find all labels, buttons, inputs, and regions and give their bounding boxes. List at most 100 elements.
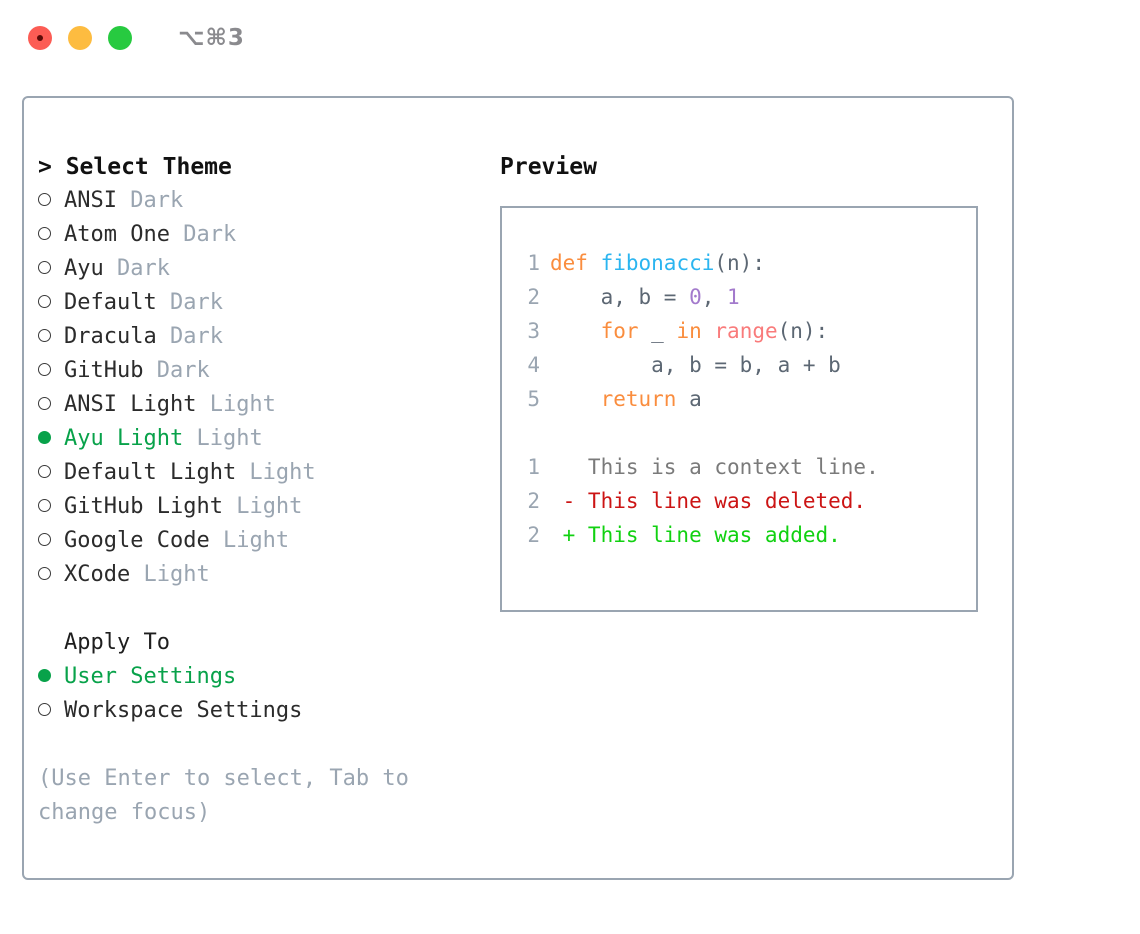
theme-option-default[interactable]: Default Dark bbox=[38, 286, 468, 320]
code-token: a bbox=[676, 387, 702, 411]
theme-option-variant-tag: Light bbox=[196, 392, 276, 417]
spacer bbox=[518, 416, 976, 450]
code-line-number: 1 bbox=[527, 251, 540, 275]
theme-option-variant-tag: Dark bbox=[116, 188, 184, 213]
diff-line: 2 + This line was added. bbox=[518, 518, 976, 552]
code-token: fibonacci bbox=[600, 251, 715, 275]
code-line: 3 for _ in range(n): bbox=[518, 314, 976, 348]
apply-to-option-label: User Settings bbox=[64, 664, 237, 689]
theme-option-label: XCode bbox=[64, 562, 131, 587]
radio-empty-icon bbox=[38, 218, 64, 252]
code-token: , bbox=[701, 285, 728, 309]
code-token: a, b = b, a + b bbox=[550, 353, 841, 377]
theme-option-label: GitHub bbox=[64, 358, 144, 383]
minimize-button[interactable] bbox=[68, 26, 92, 50]
theme-option-ansi-light[interactable]: ANSI Light Light bbox=[38, 388, 468, 422]
diff-line-text: + This line was added. bbox=[550, 523, 841, 547]
apply-to-heading: Apply To bbox=[64, 630, 170, 655]
theme-option-label: Dracula bbox=[64, 324, 157, 349]
code-line: 4 a, b = b, a + b bbox=[518, 348, 976, 382]
theme-option-atom-one[interactable]: Atom One Dark bbox=[38, 218, 468, 252]
diff-line-number: 1 bbox=[527, 455, 540, 479]
theme-option-label: Google Code bbox=[64, 528, 210, 553]
theme-option-variant-tag: Light bbox=[130, 562, 210, 587]
theme-option-github[interactable]: GitHub Dark bbox=[38, 354, 468, 388]
theme-option-label: Ayu bbox=[64, 256, 104, 281]
preview-heading: Preview bbox=[500, 154, 597, 180]
theme-option-variant-tag: Dark bbox=[156, 324, 223, 349]
diff-line: 1 This is a context line. bbox=[518, 450, 976, 484]
code-token bbox=[550, 387, 601, 411]
radio-empty-icon bbox=[38, 456, 64, 490]
theme-option-xcode[interactable]: XCode Light bbox=[38, 558, 468, 592]
code-line-number: 3 bbox=[527, 319, 540, 343]
theme-option-google-code[interactable]: Google Code Light bbox=[38, 524, 468, 558]
theme-option-label: Default bbox=[64, 290, 157, 315]
radio-empty-icon bbox=[38, 184, 64, 218]
code-token: return bbox=[600, 387, 677, 411]
code-token: a, b = bbox=[550, 285, 690, 309]
code-token bbox=[702, 319, 715, 343]
theme-option-ansi[interactable]: ANSI Dark bbox=[38, 184, 468, 218]
title-bar: ⌥⌘3 bbox=[0, 0, 1140, 76]
zoom-button[interactable] bbox=[108, 26, 132, 50]
theme-option-variant-tag: Light bbox=[209, 528, 290, 553]
keyboard-hint-text: (Use Enter to select, Tab to change focu… bbox=[38, 766, 409, 825]
apply-to-option-user-settings[interactable]: User Settings bbox=[38, 660, 468, 694]
theme-option-label: ANSI bbox=[64, 188, 117, 213]
diff-line: 2 - This line was deleted. bbox=[518, 484, 976, 518]
radio-empty-icon bbox=[38, 694, 64, 728]
radio-empty-icon bbox=[38, 286, 64, 320]
close-button[interactable] bbox=[28, 26, 52, 50]
radio-empty-icon bbox=[38, 558, 64, 592]
theme-option-label: Ayu Light bbox=[64, 426, 184, 451]
theme-option-default-light[interactable]: Default Light Light bbox=[38, 456, 468, 490]
theme-option-variant-tag: Dark bbox=[143, 358, 210, 383]
theme-option-variant-tag: Dark bbox=[156, 290, 223, 315]
select-theme-heading: > Select Theme bbox=[38, 154, 232, 180]
radio-empty-icon bbox=[38, 490, 64, 524]
keyboard-shortcut-label: ⌥⌘3 bbox=[178, 25, 245, 51]
code-token: 1 bbox=[727, 285, 740, 309]
code-token bbox=[588, 251, 601, 275]
diff-line-number: 2 bbox=[527, 523, 540, 547]
theme-option-label: ANSI Light bbox=[64, 392, 197, 417]
theme-option-variant-tag: Dark bbox=[169, 222, 237, 247]
code-token: def bbox=[550, 251, 588, 275]
theme-option-ayu-light[interactable]: Ayu Light Light bbox=[38, 422, 468, 456]
code-token: in bbox=[676, 319, 702, 343]
diff-line-number: 2 bbox=[527, 489, 540, 513]
apply-to-option-workspace-settings[interactable]: Workspace Settings bbox=[38, 694, 468, 728]
radio-selected-icon bbox=[38, 660, 64, 694]
radio-empty-icon bbox=[38, 524, 64, 558]
theme-option-github-light[interactable]: GitHub Light Light bbox=[38, 490, 468, 524]
code-line-number: 4 bbox=[527, 353, 540, 377]
code-line: 5 return a bbox=[518, 382, 976, 416]
radio-empty-icon bbox=[38, 354, 64, 388]
theme-option-variant-tag: Light bbox=[236, 460, 316, 485]
theme-option-dracula[interactable]: Dracula Dark bbox=[38, 320, 468, 354]
code-token: _ bbox=[638, 319, 677, 343]
theme-option-label: GitHub Light bbox=[64, 494, 223, 519]
code-line-number: 2 bbox=[527, 285, 540, 309]
diff-line-text: - This line was deleted. bbox=[550, 489, 867, 513]
code-token: 0 bbox=[689, 285, 702, 309]
code-line: 2 a, b = 0, 1 bbox=[518, 280, 976, 314]
theme-option-label: Default Light bbox=[64, 460, 237, 485]
theme-option-variant-tag: Light bbox=[222, 494, 303, 519]
radio-empty-icon bbox=[38, 320, 64, 354]
code-line-number: 5 bbox=[527, 387, 540, 411]
apply-to-option-label: Workspace Settings bbox=[64, 698, 303, 723]
theme-option-ayu[interactable]: Ayu Dark bbox=[38, 252, 468, 286]
theme-option-variant-tag: Dark bbox=[103, 256, 170, 281]
